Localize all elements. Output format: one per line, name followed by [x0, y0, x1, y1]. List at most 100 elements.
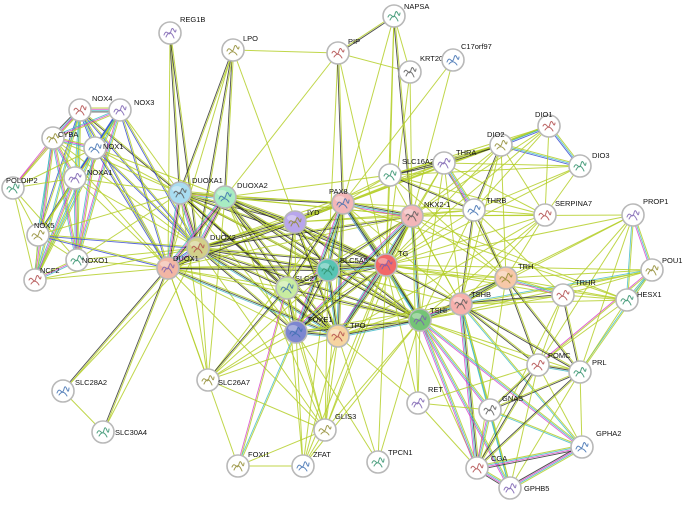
edge-line-textmining — [35, 138, 55, 281]
node-iyd[interactable]: IYD — [283, 208, 320, 234]
edge-NAPSA-PAX8 — [342, 15, 395, 204]
node-nkx2-1[interactable]: NKX2-1 — [400, 200, 450, 228]
node-dio2[interactable]: DIO2 — [487, 130, 513, 157]
edge-line-coexpression — [477, 448, 583, 471]
edge-line-textmining — [411, 144, 502, 217]
node-reg1b[interactable]: REG1B — [158, 15, 205, 45]
node-slc30a4[interactable]: SLC30A4 — [91, 420, 147, 444]
protein-structure-icon — [575, 442, 589, 453]
protein-structure-icon — [191, 243, 205, 254]
edge-line-databases — [165, 192, 179, 268]
node-tshr[interactable]: TSHI — [408, 306, 447, 332]
node-slc26a4[interactable]: SLC2 — [275, 274, 314, 300]
edge-line-coexpression — [392, 16, 412, 217]
edge-THRA-TSHB — [443, 162, 462, 305]
edge-line-databases — [338, 320, 421, 338]
edge-line-textmining — [339, 265, 389, 338]
node-prop1[interactable]: PROP1 — [621, 197, 668, 227]
node-slc16a2[interactable]: SLC16A2 — [378, 157, 434, 187]
node-slc26a7[interactable]: SLC26A7 — [196, 368, 250, 392]
node-poldip2[interactable]: POLDIP2 — [1, 176, 38, 200]
node-noxa1[interactable]: NOXA1 — [63, 166, 112, 190]
node-thra[interactable]: THRA — [432, 148, 476, 175]
node-tpcn1[interactable]: TPCN1 — [366, 448, 413, 474]
edge-line-textmining — [324, 264, 387, 431]
node-c17orf97[interactable]: C17orf97 — [441, 42, 492, 72]
edge-line-coexpression — [561, 295, 580, 373]
node-dio1[interactable]: DIO1 — [535, 110, 561, 138]
node-ncf2[interactable]: NCF2 — [23, 266, 60, 292]
node-prl[interactable]: PRL — [568, 358, 607, 384]
node-tshb[interactable]: TSHB — [449, 290, 491, 316]
node-sheen — [69, 253, 79, 259]
node-label: NOXO1 — [82, 256, 108, 265]
node-pou1[interactable]: POU1 — [640, 256, 682, 282]
edge-line-coexpression — [460, 293, 563, 304]
edge-line-textmining — [103, 268, 170, 433]
node-pax8[interactable]: PAX8 — [329, 187, 355, 215]
node-duox1[interactable]: DUOX1 — [156, 254, 199, 280]
node-duoxa2[interactable]: DUOXA2 — [213, 181, 268, 209]
node-nox3[interactable]: NOX3 — [108, 98, 154, 122]
node-glis3[interactable]: GLIS3 — [313, 412, 356, 442]
edge-PIP-PAX8 — [336, 52, 345, 204]
node-sheen — [555, 288, 565, 294]
edge-NOX3-DUOX1 — [118, 109, 170, 269]
node-sheen — [412, 313, 422, 319]
edge-line-textmining — [302, 335, 339, 467]
node-foxe1[interactable]: FOXE1 — [284, 315, 333, 344]
edge-NOXO1-DUOX1 — [76, 259, 169, 269]
node-noxo1[interactable]: NOXO1 — [65, 248, 108, 272]
node-trhr[interactable]: TRHR — [551, 278, 596, 307]
edge-line-textmining — [490, 409, 512, 488]
node-duoxa1[interactable]: DUOXA1 — [168, 176, 223, 205]
edge-line-textmining — [420, 319, 479, 468]
node-hesx1[interactable]: HESX1 — [615, 288, 662, 312]
edge-line-experiments — [166, 192, 180, 268]
node-nox1[interactable]: NOX1 — [83, 136, 123, 160]
edge-DIO3-THRB — [473, 165, 581, 211]
node-napsa[interactable]: NAPSA — [382, 2, 429, 28]
node-slc28a2[interactable]: SLC28A2 — [51, 378, 107, 403]
node-krt20[interactable]: KRT20 — [398, 54, 443, 84]
edge-DIO1-THRB — [473, 125, 550, 211]
node-foxi1[interactable]: FOXI1 — [226, 450, 270, 478]
edge-line-coexpression — [168, 197, 226, 269]
edge-line-textmining — [411, 125, 550, 217]
protein-structure-icon — [231, 461, 245, 472]
node-gnas[interactable]: GNAS — [478, 394, 523, 422]
node-nox5[interactable]: NOX5 — [26, 221, 54, 247]
node-label: DUOXA2 — [237, 181, 268, 190]
edge-line-textmining — [506, 277, 581, 372]
edge-LPO-PIP — [232, 49, 339, 54]
node-duox2[interactable]: DUOX2 — [186, 233, 236, 260]
node-pomc[interactable]: POMC — [526, 351, 571, 377]
node-dio3[interactable]: DIO3 — [568, 151, 610, 178]
edge-NOXO1-DUOXA1 — [76, 192, 181, 261]
node-cyba[interactable]: CYBA — [41, 126, 78, 150]
node-tg[interactable]: TG — [374, 249, 409, 277]
node-trh[interactable]: TRH — [494, 262, 533, 290]
node-serpina7[interactable]: SERPINA7 — [533, 199, 592, 227]
node-gpha2[interactable]: GPHA2 — [570, 429, 621, 459]
node-zfat[interactable]: ZFAT — [291, 450, 331, 478]
edge-line-databases — [73, 178, 77, 261]
node-gphb5[interactable]: GPHB5 — [498, 476, 549, 500]
edge-HESX1-PRL — [579, 299, 628, 373]
edge-line-textmining — [420, 318, 492, 410]
node-lpo[interactable]: LPO — [221, 34, 258, 62]
edge-C17orf97-NKX2-1 — [411, 59, 454, 217]
node-cga[interactable]: CGA — [465, 454, 507, 480]
edge-line-textmining — [208, 288, 288, 381]
node-tpo[interactable]: TPO — [326, 321, 366, 348]
node-pip[interactable]: PIP — [326, 37, 360, 65]
node-label: TG — [398, 249, 409, 258]
edge-line-coexpression — [224, 197, 328, 271]
node-nox4[interactable]: NOX4 — [68, 94, 112, 122]
edge-TSHR-GLIS3 — [324, 319, 421, 431]
node-sheen — [5, 181, 15, 187]
node-ret[interactable]: RET — [406, 385, 443, 415]
edge-line-textmining — [295, 331, 379, 463]
node-thrb[interactable]: THRB — [462, 196, 506, 222]
node-slc5a5[interactable]: SLC5A5 — [316, 256, 368, 282]
